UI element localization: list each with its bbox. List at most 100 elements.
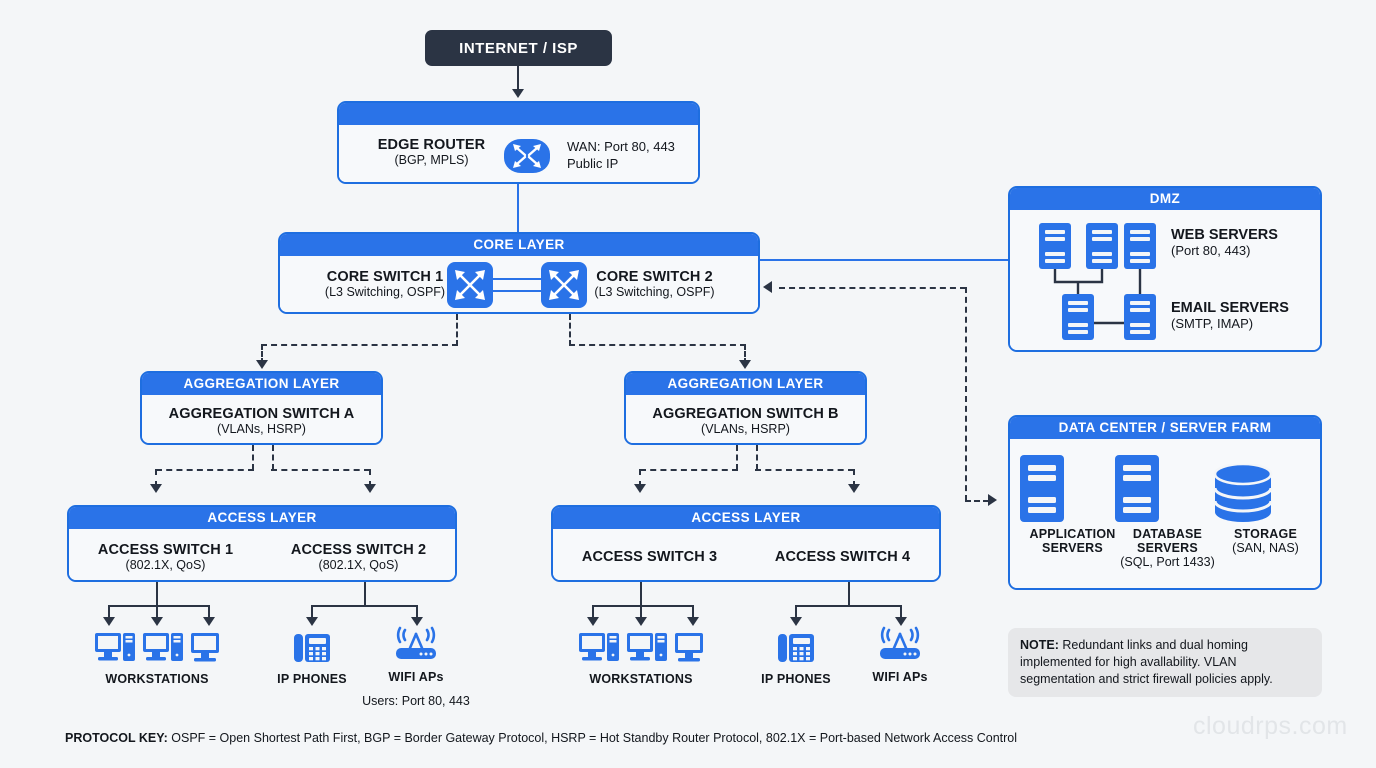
dashed-core-to-datacenter-horiz	[965, 500, 989, 502]
core-switch-2-group[interactable]: CORE SWITCH 2 (L3 Switching, OSPF)	[557, 269, 752, 299]
access-switch-1-title: ACCESS SWITCH 1	[97, 542, 234, 558]
arrow-internet-to-edge	[512, 89, 524, 98]
dashed-aggB-stem-right	[756, 445, 758, 470]
wifi-aps-right-group[interactable]: WIFI APs	[860, 626, 940, 684]
workstations-right-group[interactable]: WORKSTATIONS	[566, 630, 716, 686]
tree-right-drop-2a	[795, 605, 797, 619]
ip-phones-left-group[interactable]: IP PHONES	[272, 630, 352, 686]
datacenter-body: APPLICATION SERVERS DATABASE SERVERS (SQ…	[1010, 439, 1320, 588]
aggregation-layer-b-body: AGGREGATION SWITCH B (VLANs, HSRP)	[626, 395, 865, 443]
arrow-to-workstation-left-1	[103, 617, 115, 626]
aggregation-switch-a-title: AGGREGATION SWITCH A	[168, 406, 355, 422]
arrow-aggA-to-access2	[364, 484, 376, 493]
datacenter-database-servers[interactable]: DATABASE SERVERS (SQL, Port 1433)	[1115, 455, 1220, 569]
core-switch-1-subtitle: (L3 Switching, OSPF)	[324, 285, 446, 299]
datacenter-app-line2: SERVERS	[1042, 541, 1103, 555]
arrow-to-workstation-right-1	[587, 617, 599, 626]
access-switch-3-group[interactable]: ACCESS SWITCH 3	[553, 549, 746, 565]
workstation-icon	[626, 630, 668, 666]
dashed-aggB-horiz-left	[640, 469, 738, 471]
note-box: NOTE: Redundant links and dual homing im…	[1008, 628, 1322, 697]
wifi-aps-left-label: WIFI APs	[388, 670, 444, 684]
arrow-aggB-to-access4	[848, 484, 860, 493]
datacenter-storage-line2: (SAN, NAS)	[1232, 541, 1299, 555]
aggregation-layer-b-card[interactable]: AGGREGATION LAYER AGGREGATION SWITCH B (…	[624, 371, 867, 445]
edge-router-card[interactable]: EDGE ROUTER (BGP, MPLS)	[337, 101, 700, 184]
tree-right-drop-2b	[900, 605, 902, 619]
core-switch-1-title: CORE SWITCH 1	[326, 269, 444, 285]
tree-right-drop-1a	[592, 605, 594, 619]
access-switch-1-group[interactable]: ACCESS SWITCH 1 (802.1X, QoS)	[69, 542, 262, 572]
access-switch-3-title: ACCESS SWITCH 3	[581, 549, 718, 565]
core-switch-2-subtitle: (L3 Switching, OSPF)	[594, 285, 715, 299]
ip-phones-left-label: IP PHONES	[277, 672, 347, 686]
wifi-aps-right-label: WIFI APs	[872, 670, 928, 684]
tree-left-drop-2b	[416, 605, 418, 619]
wifi-aps-left-group[interactable]: WIFI APs	[376, 626, 456, 684]
datacenter-db-line3: (SQL, Port 1433)	[1120, 555, 1215, 569]
arrow-datacenter-to-core	[763, 281, 772, 293]
tree-left-drop-2a	[311, 605, 313, 619]
edge-router-info: WAN: Port 80, 443 Public IP	[567, 138, 675, 172]
workstations-right-label: WORKSTATIONS	[589, 672, 693, 686]
dashed-aggA-stem-left	[252, 445, 254, 470]
dashed-aggA-drop-right	[369, 469, 371, 487]
switch-icon	[541, 262, 587, 308]
dmz-card[interactable]: DMZ	[1008, 186, 1322, 352]
arrow-to-workstation-right-3	[687, 617, 699, 626]
dashed-aggB-drop-right	[853, 469, 855, 487]
server-icon	[1086, 223, 1118, 269]
dmz-email-servers-subtitle: (SMTP, IMAP)	[1171, 316, 1254, 331]
wifi-ap-icon	[390, 626, 442, 666]
datacenter-storage-line1: STORAGE	[1234, 527, 1297, 541]
access-switch-2-title: ACCESS SWITCH 2	[290, 542, 427, 558]
core-switch-1-group[interactable]: CORE SWITCH 1 (L3 Switching, OSPF)	[290, 269, 480, 299]
access-switch-2-group[interactable]: ACCESS SWITCH 2 (802.1X, QoS)	[262, 542, 455, 572]
switch-icon	[447, 262, 493, 308]
server-icon	[1115, 455, 1220, 522]
internet-isp-node[interactable]: INTERNET / ISP	[425, 30, 612, 66]
edge-router-subtitle: (BGP, MPLS)	[394, 153, 469, 167]
ip-phones-right-group[interactable]: IP PHONES	[756, 630, 836, 686]
datacenter-application-servers[interactable]: APPLICATION SERVERS	[1020, 455, 1125, 555]
arrow-to-workstation-left-3	[203, 617, 215, 626]
dmz-body: WEB SERVERS (Port 80, 443)	[1010, 210, 1320, 350]
dashed-aggB-horiz-right	[755, 469, 854, 471]
storage-icon	[1213, 464, 1318, 522]
datacenter-app-line1: APPLICATION	[1029, 527, 1116, 541]
protocol-key-footer: PROTOCOL KEY: OSPF = Open Shortest Path …	[65, 731, 1017, 745]
access-switch-4-group[interactable]: ACCESS SWITCH 4	[746, 549, 939, 565]
server-icon	[1062, 294, 1094, 340]
datacenter-storage[interactable]: STORAGE (SAN, NAS)	[1213, 464, 1318, 555]
dmz-web-servers-subtitle: (Port 80, 443)	[1171, 243, 1251, 258]
datacenter-card[interactable]: DATA CENTER / SERVER FARM APPLICATION SE…	[1008, 415, 1322, 590]
wifi-ap-icon	[874, 626, 926, 666]
access-layer-left-card[interactable]: ACCESS LAYER ACCESS SWITCH 1 (802.1X, Qo…	[67, 505, 457, 582]
dashed-aggA-stem-right	[272, 445, 274, 470]
workstations-left-group[interactable]: WORKSTATIONS	[82, 630, 232, 686]
server-icon	[1124, 223, 1156, 269]
aggregation-switch-b-title: AGGREGATION SWITCH B	[652, 406, 839, 422]
dashed-aggA-horiz-left	[156, 469, 254, 471]
workstation-icon	[578, 630, 620, 666]
workstation-icon	[94, 630, 136, 666]
datacenter-db-line2: SERVERS	[1137, 541, 1198, 555]
tree-left-drop-1c	[208, 605, 210, 619]
dashed-aggA-drop-left	[155, 469, 157, 487]
tree-left-stem-1	[156, 582, 158, 606]
core-layer-card[interactable]: CORE LAYER CORE SWITCH 1 (L3 Switching, …	[278, 232, 760, 314]
protocol-key-text: OSPF = Open Shortest Path First, BGP = B…	[167, 731, 1018, 745]
core-switch-2-title: CORE SWITCH 2	[596, 269, 713, 285]
aggregation-layer-a-card[interactable]: AGGREGATION LAYER AGGREGATION SWITCH A (…	[140, 371, 383, 445]
tree-left-drop-1a	[108, 605, 110, 619]
tree-left-bus-1	[108, 605, 210, 607]
access-layer-right-body: ACCESS SWITCH 3 ACCESS SWITCH 4	[553, 529, 939, 580]
edge-router-title: EDGE ROUTER	[377, 137, 486, 153]
dashed-core-to-agg-left-vert	[456, 314, 458, 346]
aggregation-layer-a-header: AGGREGATION LAYER	[142, 373, 381, 395]
access-layer-left-header: ACCESS LAYER	[69, 507, 455, 529]
workstation-icon	[674, 630, 704, 666]
access-layer-right-card[interactable]: ACCESS LAYER ACCESS SWITCH 3 ACCESS SWIT…	[551, 505, 941, 582]
tree-left-stem-2	[364, 582, 366, 606]
aggregation-layer-b-header: AGGREGATION LAYER	[626, 373, 865, 395]
